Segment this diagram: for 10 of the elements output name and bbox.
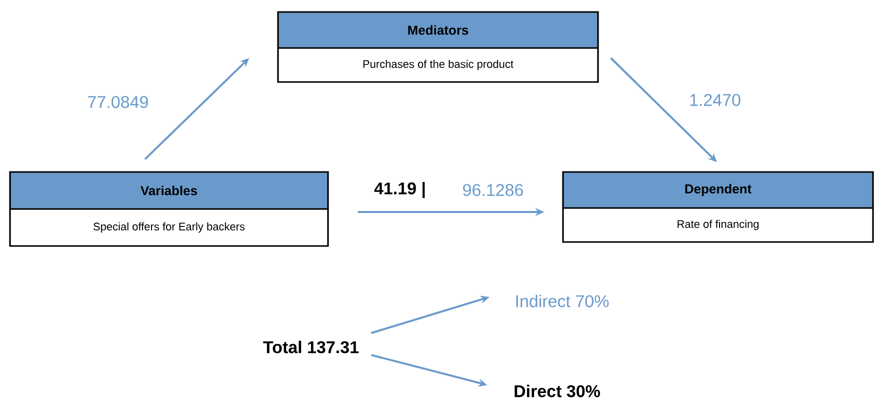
labeled-box: Variables Special offers for Early backers [9, 171, 329, 247]
edge-label: 77.0849 [88, 96, 148, 108]
labeled-box: Dependent Rate of financing [562, 171, 874, 243]
node-text: Total 137.31 [263, 340, 359, 354]
edge-label: 96.1286 [463, 184, 523, 196]
node-text: Direct 30% [514, 384, 600, 398]
node-text: Indirect 70% [516, 294, 609, 308]
labeled-box: Mediators Purchases of the basic product [277, 11, 599, 83]
edge-label: 1.2470 [690, 94, 740, 106]
value-label: 41.19 | [374, 182, 425, 198]
